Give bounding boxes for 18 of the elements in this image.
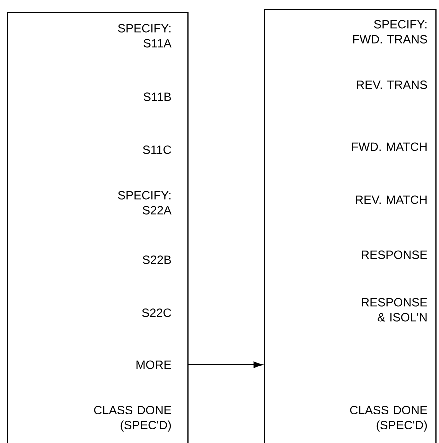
softkey-label: S11B [144, 92, 172, 102]
softkey-label: REV. MATCH [356, 196, 427, 204]
softkey-label: SPECIFY: FWD. TRANS [353, 20, 428, 44]
softkey-label: SPECIFY: S11A [118, 24, 172, 48]
softkey-label: S22B [143, 256, 172, 264]
softkey-label: S11C [143, 146, 172, 154]
softkey-label: FWD. MATCH [352, 142, 427, 152]
softkey-label: S22C [142, 308, 172, 318]
softkey-label: CLASS DONE (SPEC'D) [94, 406, 172, 432]
menu-panel [7, 12, 189, 443]
softkey-label: CLASS DONE (SPEC'D) [350, 406, 428, 432]
softkey-label: RESPONSE [362, 250, 428, 260]
softkey-label: MORE [136, 360, 172, 370]
softkey-label: SPECIFY: S22A [118, 191, 172, 215]
softkey-label: REV. TRANS [357, 80, 428, 90]
softkey-label: RESPONSE & ISOL'N [362, 298, 428, 322]
menu-panel [264, 9, 437, 443]
arrow [188, 362, 263, 368]
